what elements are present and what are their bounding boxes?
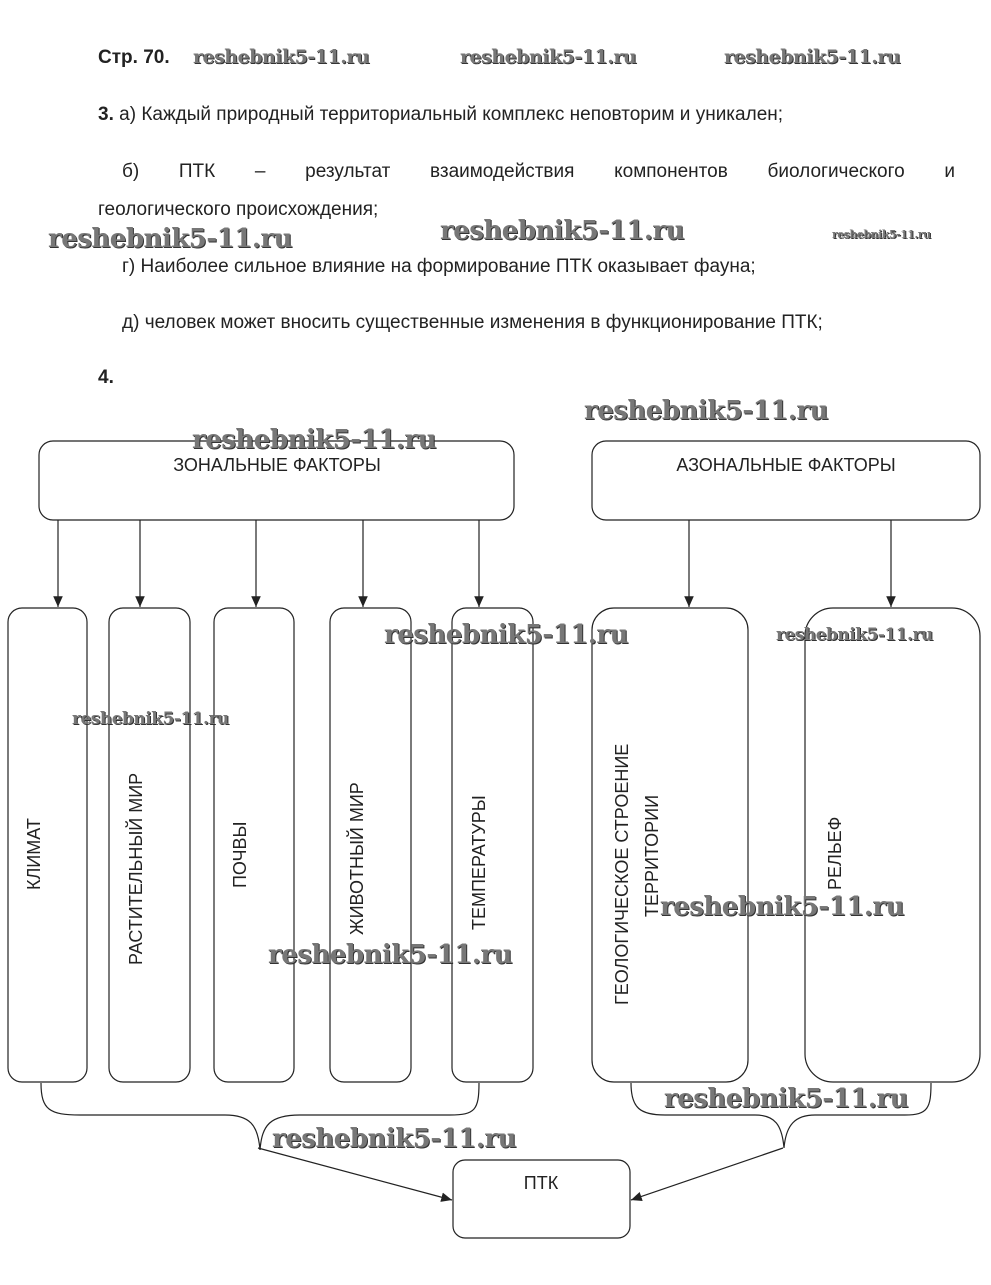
watermark: reshebnik5-11.ru: [272, 1124, 517, 1154]
watermark: reshebnik5-11.ru: [832, 228, 931, 241]
watermark: reshebnik5-11.ru: [660, 892, 905, 922]
factor-box-climate: [7, 607, 88, 1083]
arrows: [53, 520, 896, 1202]
watermark: reshebnik5-11.ru: [268, 940, 513, 970]
task3-a-text: а) Каждый природный территориальный комп…: [119, 104, 784, 125]
factor-geology-line1: ГЕОЛОГИЧЕСКОЕ СТРОЕНИЕ: [612, 744, 632, 1005]
factor-box-flora: [108, 607, 191, 1083]
factor-box-relief: [804, 607, 981, 1083]
factor-box-fauna: [329, 607, 412, 1083]
zonal-factors-box: [38, 440, 515, 521]
factor-fauna: ЖИВОТНЫЙ МИР: [346, 782, 367, 935]
factor-temperatures: ТЕМПЕРАТУРЫ: [469, 795, 489, 930]
page-label: Стр. 70.: [98, 47, 170, 68]
watermark: reshebnik5-11.ru: [664, 1084, 909, 1114]
task3-item-g: г) Наиболее сильное влияние на формирова…: [122, 256, 756, 277]
task4-number: 4.: [98, 367, 114, 388]
factor-box-soils: [213, 607, 295, 1083]
zonal-factors-title: ЗОНАЛЬНЫЕ ФАКТОРЫ: [173, 455, 381, 475]
watermark: reshebnik5-11.ru: [460, 46, 637, 68]
task3-item-d: д) человек может вносить существенные из…: [122, 312, 823, 333]
task3-number: 3.: [98, 104, 114, 125]
factor-climate: КЛИМАТ: [24, 818, 44, 890]
task3-item-b-line2: геологического происхождения;: [98, 199, 379, 220]
factor-flora: РАСТИТЕЛЬНЫЙ МИР: [125, 773, 146, 965]
task3-item-a: 3. а) Каждый природный территориальный к…: [98, 104, 783, 126]
watermark: reshebnik5-11.ru: [384, 620, 629, 650]
factor-relief: РЕЛЬЕФ: [825, 817, 845, 890]
watermark: reshebnik5-11.ru: [193, 46, 370, 68]
task3-item-b-line1: б) ПТК – результат взаимодействия компон…: [122, 161, 955, 182]
factor-box-geology: [591, 607, 749, 1083]
azonal-factors-box: [591, 440, 981, 521]
factor-geology-line2: ТЕРРИТОРИИ: [642, 795, 662, 917]
factor-soils: ПОЧВЫ: [230, 822, 250, 888]
watermark: reshebnik5-11.ru: [192, 425, 437, 455]
zonal-brace: [40, 1082, 480, 1151]
factor-box-temperatures: [451, 607, 534, 1083]
ptk-label: ПТК: [524, 1173, 559, 1193]
watermark: reshebnik5-11.ru: [48, 224, 293, 254]
watermark: reshebnik5-11.ru: [72, 709, 229, 729]
ptk-box: [452, 1159, 631, 1239]
watermark: reshebnik5-11.ru: [776, 625, 933, 645]
watermark: reshebnik5-11.ru: [440, 216, 685, 246]
watermark: reshebnik5-11.ru: [724, 46, 901, 68]
azonal-brace: [630, 1082, 932, 1149]
watermark: reshebnik5-11.ru: [584, 396, 829, 426]
azonal-factors-title: АЗОНАЛЬНЫЕ ФАКТОРЫ: [676, 455, 895, 475]
